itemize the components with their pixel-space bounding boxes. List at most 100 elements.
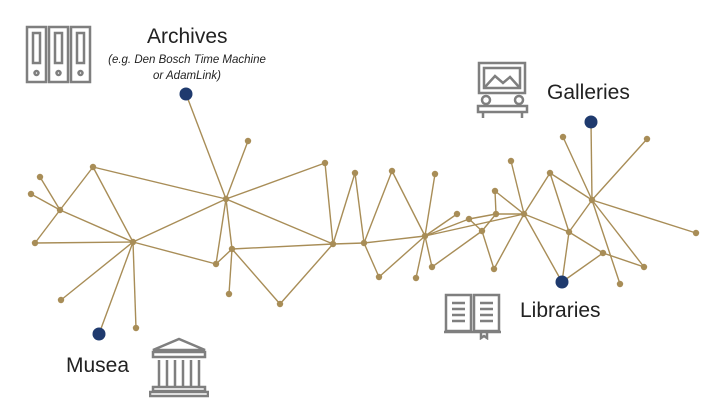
network-node: [412, 274, 420, 282]
institution-node: [584, 115, 598, 129]
network-edge: [92, 166, 134, 243]
institution-node: [179, 87, 193, 101]
network-edge: [60, 241, 134, 301]
network-edge: [215, 198, 227, 265]
network-edge: [568, 231, 604, 254]
network-edge: [602, 252, 645, 268]
network-edge: [354, 172, 365, 244]
network-edge: [225, 198, 334, 245]
network-node: [599, 249, 607, 257]
network-node: [431, 170, 439, 178]
network-edge: [363, 170, 393, 244]
network-node: [132, 324, 140, 332]
network-node: [228, 245, 236, 253]
network-edge: [494, 190, 497, 215]
galleries-label: Galleries: [547, 81, 630, 104]
network-edge: [391, 170, 426, 237]
network-node: [57, 296, 65, 304]
network-node: [465, 215, 473, 223]
binders-icon: [25, 25, 92, 84]
network-edge: [591, 138, 648, 201]
network-edge: [39, 176, 61, 211]
book-icon: [444, 293, 501, 340]
network-edge: [424, 235, 433, 268]
network-node: [375, 273, 383, 281]
network-node: [89, 163, 97, 171]
network-edge: [493, 213, 525, 270]
network-edge: [549, 172, 570, 233]
network-edge: [568, 199, 593, 233]
network-edge: [132, 241, 217, 265]
network-node: [360, 239, 368, 247]
network-node: [546, 169, 554, 177]
network-node: [428, 263, 436, 271]
network-node: [244, 137, 252, 145]
musea-label: Musea: [66, 354, 130, 377]
network-node: [56, 206, 64, 214]
network-edge: [92, 166, 227, 200]
network-node: [520, 210, 528, 218]
network-edge: [279, 243, 334, 305]
network-node: [507, 157, 515, 165]
network-node: [225, 290, 233, 298]
network-edge: [34, 241, 134, 244]
network-node: [588, 196, 596, 204]
network-edge: [132, 198, 227, 243]
network-edge: [424, 213, 525, 237]
network-edge: [59, 166, 94, 211]
network-edge: [185, 93, 227, 200]
network-node: [388, 167, 396, 175]
gallery-icon: [476, 61, 529, 118]
network-edge: [523, 172, 551, 215]
network-node: [31, 239, 39, 247]
network-edge: [424, 213, 458, 237]
network-edge: [562, 136, 593, 201]
network-edge: [34, 209, 61, 244]
network-node: [643, 135, 651, 143]
network-edge: [98, 241, 134, 335]
network-edge: [561, 252, 604, 283]
institution-node: [92, 327, 106, 341]
network-edge: [494, 190, 525, 215]
network-node: [692, 229, 700, 237]
network-edge: [468, 213, 497, 220]
archives-subtitle-line-2: or AdamLink): [153, 70, 221, 82]
network-edge: [523, 213, 570, 233]
network-edge: [225, 198, 233, 250]
museum-icon: [149, 337, 209, 398]
network-edge: [510, 160, 525, 215]
network-edge: [378, 235, 426, 278]
network-edge: [590, 121, 593, 201]
network-node: [222, 195, 230, 203]
network-edge: [30, 193, 61, 211]
network-edge: [424, 173, 436, 237]
network-node: [129, 238, 137, 246]
network-edge: [549, 172, 593, 201]
network-node: [329, 240, 337, 248]
network-edge: [363, 235, 426, 244]
network-node: [212, 260, 220, 268]
network-node: [351, 169, 359, 177]
network-node: [36, 173, 44, 181]
network-edge: [481, 213, 497, 232]
network-node: [559, 133, 567, 141]
network-edge: [332, 242, 365, 245]
network-edge: [332, 172, 356, 245]
network-edge: [591, 199, 697, 234]
network-edge: [228, 248, 233, 295]
network-edge: [363, 242, 380, 278]
network-edge: [561, 231, 570, 283]
network-edge: [415, 235, 426, 279]
network-edge: [132, 241, 137, 329]
network-edge: [324, 162, 334, 245]
network-node: [27, 190, 35, 198]
network-node: [640, 263, 648, 271]
network-node: [321, 159, 329, 167]
network-edge: [591, 199, 621, 285]
network-node: [491, 187, 499, 195]
network-edge: [225, 140, 249, 200]
institution-node: [555, 275, 569, 289]
network-node: [565, 228, 573, 236]
